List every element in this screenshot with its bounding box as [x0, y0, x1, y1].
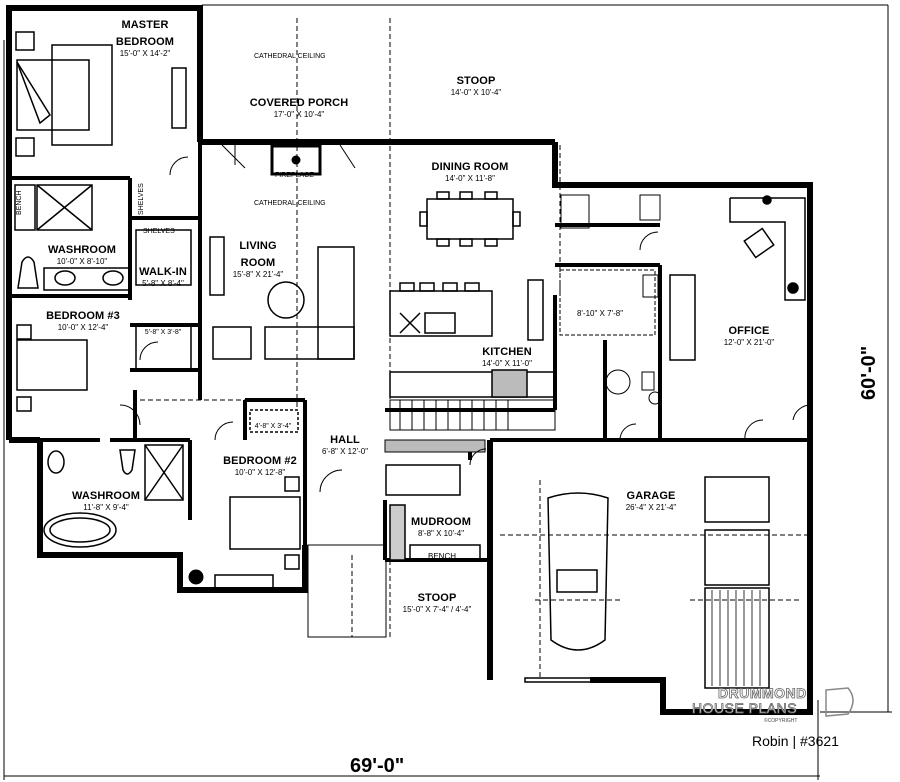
room-bedroom-3: BEDROOM #3 10'-0" X 12'-4"	[46, 310, 120, 332]
room-stoop-front: STOOP 15'-0" X 7'-4" / 4'-4"	[402, 592, 472, 614]
room-name: BEDROOM	[115, 35, 175, 48]
washroom-2-fixtures	[43, 444, 184, 548]
overall-depth-dimension: 60'-0"	[858, 345, 880, 400]
room-dining-room: DINING ROOM 14'-0" X 11'-8"	[431, 161, 509, 183]
dining-table	[419, 191, 521, 247]
room-washroom-2: WASHROOM 11'-8" X 9'-4"	[71, 490, 141, 512]
note-cathedral-ceiling-porch: CATHEDRAL CEILING	[254, 53, 326, 60]
room-kitchen: KITCHEN 14'-0" X 11'-0"	[482, 346, 532, 368]
room-name: MASTER	[121, 19, 169, 31]
note-cathedral-ceiling-living: CATHEDRAL CEILING	[254, 200, 326, 207]
note-bench-mudroom: BENCH	[428, 552, 457, 561]
front-stoop	[307, 544, 387, 638]
overall-width-dimension: 69'-0"	[350, 755, 405, 777]
stairs	[384, 399, 556, 453]
plan-caption: Robin | #3621	[752, 733, 839, 749]
plan-separator: |	[792, 733, 797, 749]
bedroom-3-bed	[16, 324, 88, 412]
closet-bed2-dims: 4'-8" X 3'-4"	[254, 423, 292, 430]
note-fireplace: FIREPLACE	[275, 172, 314, 179]
garage-vehicles	[524, 476, 770, 689]
note-bench-master: BENCH	[16, 190, 23, 215]
door-swings	[119, 156, 811, 493]
plant-icon	[188, 569, 204, 585]
drummond-logo-icon	[825, 687, 854, 717]
bedroom-2-furniture	[214, 409, 301, 590]
room-living-room: LIVING ROOM 15'-8" X 21'-4"	[232, 240, 284, 279]
dashed-reference-lines	[140, 18, 810, 680]
closet-small-dims: 5'-8" X 3'-8"	[144, 329, 182, 336]
note-shelves-vertical: SHELVES	[138, 183, 145, 215]
room-mudroom: MUDROOM 8'-8" X 10'-4"	[411, 516, 471, 538]
master-washroom-fixtures	[14, 184, 192, 371]
plan-name: Robin	[752, 733, 789, 749]
pantry-shelving	[559, 194, 662, 405]
kitchen-island	[389, 279, 556, 398]
watermark-house-plans: HOUSE PLANS	[692, 700, 798, 717]
room-office: OFFICE 12'-0" X 21'-0"	[723, 325, 775, 347]
exterior-walls	[6, 5, 813, 715]
pantry-dims: 8'-10" X 7'-8"	[576, 309, 624, 318]
room-walk-in: WALK-IN 5'-8" X 8'-4"	[139, 266, 187, 288]
watermark-drummond: DRUMMOND	[718, 685, 807, 702]
mudroom-furniture	[385, 464, 481, 561]
watermark-copyright: ©COPYRIGHT	[764, 718, 798, 724]
office-desk	[669, 195, 806, 361]
room-dims: 15'-0" X 14'-2"	[119, 48, 171, 58]
master-bed-furniture	[15, 31, 187, 157]
room-covered-porch: COVERED PORCH 17'-0" X 10'-4"	[249, 97, 349, 119]
room-bedroom-2: BEDROOM #2 10'-0" X 12'-8"	[223, 455, 297, 477]
note-shelves-walkin: SHELVES	[143, 228, 175, 235]
room-master-bedroom: MASTER BEDROOM 15'-0" X 14'-2"	[116, 16, 174, 58]
living-room-furniture	[209, 236, 355, 360]
fireplace-box	[270, 144, 322, 176]
room-hall: HALL 6'-8" X 12'-0"	[321, 434, 369, 456]
room-stoop-rear: STOOP 14'-0" X 10'-4"	[450, 75, 502, 97]
plan-number: #3621	[800, 733, 839, 749]
room-washroom-master: WASHROOM 10'-0" X 8'-10"	[47, 244, 117, 266]
room-garage: GARAGE 26'-4" X 21'-4"	[625, 490, 677, 512]
